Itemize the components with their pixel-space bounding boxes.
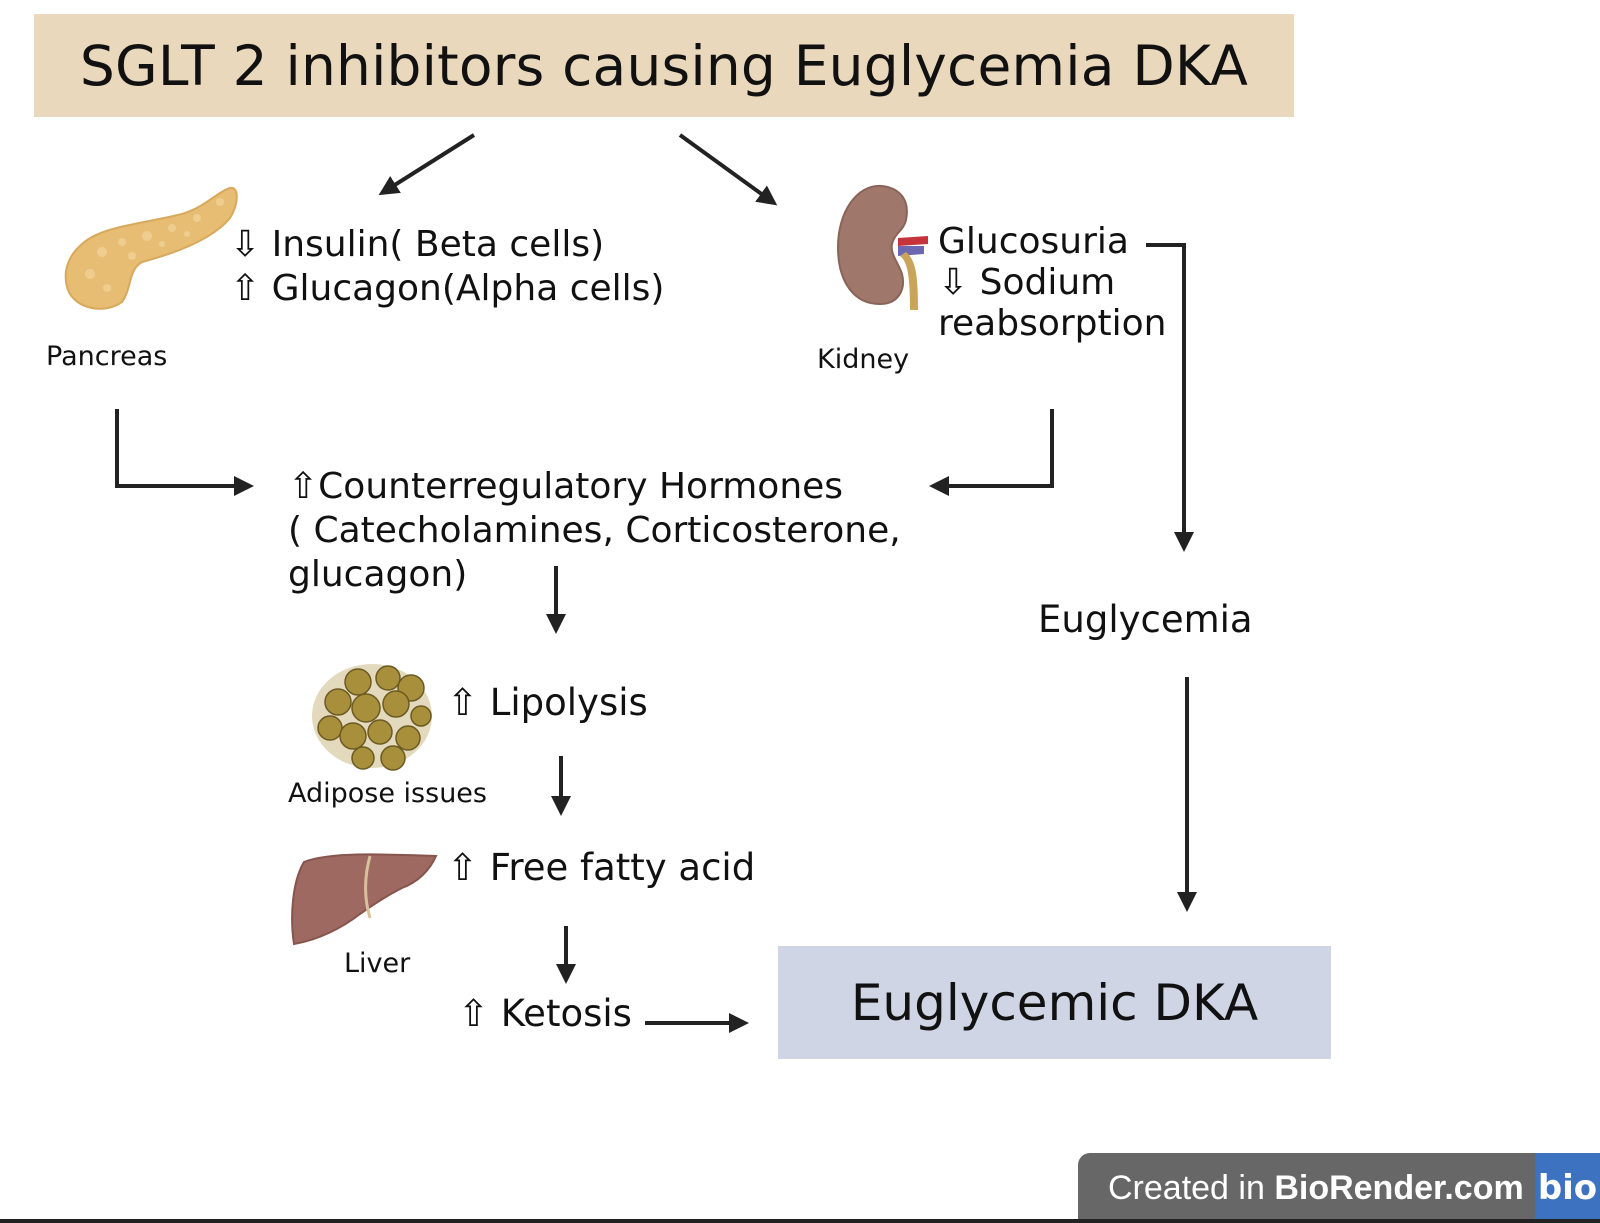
glucagon-increase-text: ⇧ Glucagon(Alpha cells) [230,268,665,309]
insulin-decrease-text: ⇩ Insulin( Beta cells) [230,224,605,265]
diagram-title: SGLT 2 inhibitors causing Euglycemia DKA [79,33,1249,98]
reabsorption-text: reabsorption [938,303,1167,344]
hormones-line-1: ⇧Counterregulatory Hormones [288,466,844,507]
pancreas-label: Pancreas [46,341,168,372]
arrow-glucosuria-to-euglycemia [1146,243,1194,552]
sodium-decrease-text: ⇩ Sodium [938,262,1116,303]
pancreas-icon [64,186,238,310]
hormones-line-3: glucagon) [288,554,468,595]
hormones-line-2: ( Catecholamines, Corticosterone, [288,510,901,551]
badge-brand: BioRender.com [1274,1168,1524,1207]
liver-label: Liver [344,948,411,979]
glucosuria-text: Glucosuria [938,221,1129,262]
badge-logo-text: bio [1537,1168,1598,1208]
arrow-kidney-to-hormones [929,409,1054,496]
lipolysis-text: ⇧ Lipolysis [447,681,648,724]
title-banner: SGLT 2 inhibitors causing Euglycemia DKA [34,14,1294,117]
kidney-label: Kidney [817,344,910,375]
result-box: Euglycemic DKA [778,946,1331,1059]
arrow-title-to-kidney [678,133,778,206]
counterregulatory-hormones: ⇧Counterregulatory Hormones ( Catecholam… [288,465,901,597]
free-fatty-acid-text: ⇧ Free fatty acid [447,846,756,889]
arrow-pancreas-to-hormones [115,409,254,496]
liver-icon [291,853,438,946]
adipose-label: Adipose issues [288,778,487,809]
bottom-border [0,1219,1600,1223]
adipose-tissue-icon [312,664,432,771]
biorender-logo-icon[interactable]: bio [1535,1153,1600,1223]
pancreas-effects: ⇩ Insulin( Beta cells) ⇧ Glucagon(Alpha … [230,223,664,311]
biorender-badge[interactable]: Created in BioRender.com [1078,1153,1538,1223]
euglycemia-text: Euglycemia [1038,598,1253,641]
ketosis-text: ⇧ Ketosis [458,992,632,1035]
arrow-title-to-pancreas [378,133,476,196]
kidney-icon [836,184,928,310]
badge-prefix: Created in [1108,1168,1275,1207]
euglycemic-dka-text: Euglycemic DKA [850,973,1259,1032]
kidney-effects: Glucosuria ⇩ Sodium reabsorption [938,221,1166,344]
